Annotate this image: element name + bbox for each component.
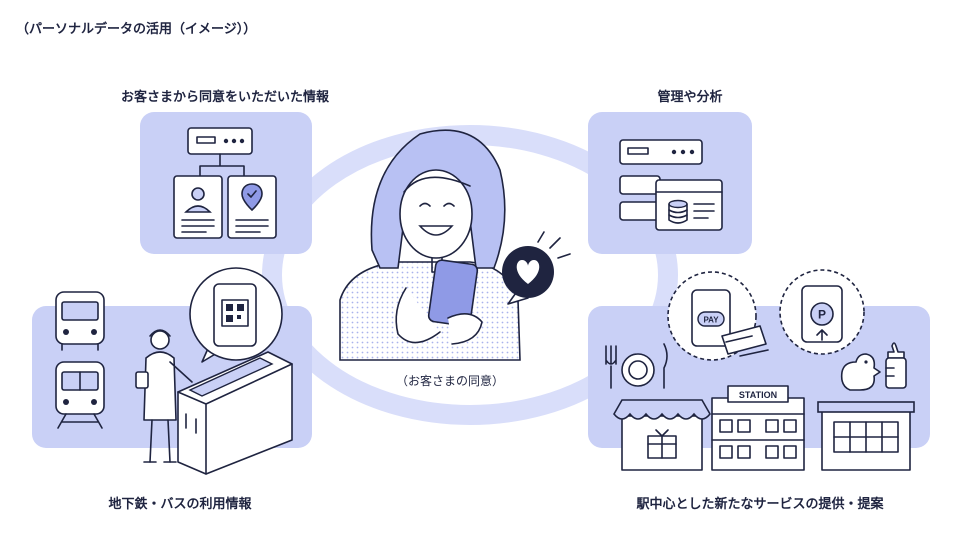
location-document-icon <box>227 175 277 239</box>
train-icon <box>55 361 105 429</box>
commuter-figure <box>135 329 193 463</box>
pay-badge: PAY <box>703 316 719 325</box>
label-transit: 地下鉄・バスの利用情報 <box>108 497 252 512</box>
parking-bubble: P <box>779 269 865 355</box>
label-management: 管理や分析 <box>657 90 723 105</box>
gift-shop-icon <box>613 399 711 471</box>
station-building-icon: STATION <box>711 385 805 471</box>
server-icon <box>187 127 253 177</box>
baby-duck-icon <box>840 353 881 391</box>
label-consent-info: お客さまから同意をいただいた情報 <box>120 90 329 105</box>
customer-figure <box>339 129 521 361</box>
label-services: 駅中心とした新たなサービスの提供・提案 <box>636 497 884 512</box>
page-title: （パーソナルデータの活用（イメージ）） <box>16 22 257 37</box>
label-customer-consent: （お客さまの同意） <box>395 374 504 388</box>
baby-bottle-icon <box>885 342 907 389</box>
smartphone-icon <box>427 259 479 327</box>
bus-icon <box>55 291 105 351</box>
pay-bubble: PAY <box>667 271 769 361</box>
server-stack-icon <box>619 139 703 221</box>
database-sheet-icon <box>655 179 723 231</box>
heart-bubble-icon <box>502 231 571 305</box>
qr-code-bubble <box>189 267 283 363</box>
dining-icon <box>605 343 668 389</box>
profile-document-icon <box>173 175 223 239</box>
parking-badge: P <box>818 308 826 322</box>
station-sign: STATION <box>739 390 777 400</box>
ticket-gate-icon <box>177 351 293 475</box>
store-building-icon <box>817 401 915 471</box>
